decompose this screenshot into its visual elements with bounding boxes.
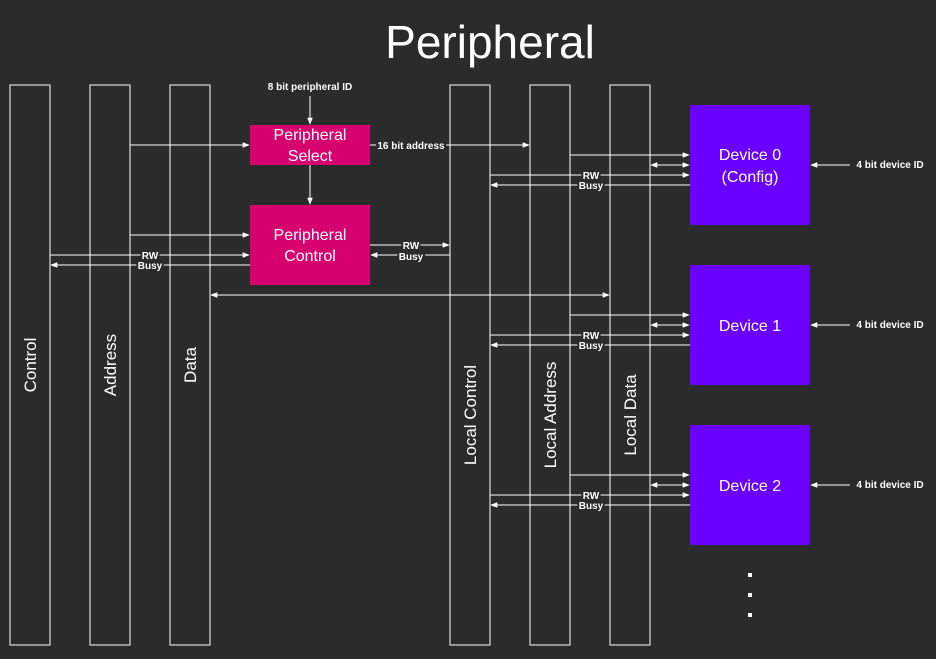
device-0-rw-label: RW <box>583 171 600 182</box>
local-rw-label: RW <box>403 241 420 252</box>
address-16-label: 16 bit address <box>377 141 445 152</box>
data-bus: Data <box>169 84 211 646</box>
device-1-label-line1: Device 1 <box>719 318 781 335</box>
device-0-label-line2: (Config) <box>722 169 779 186</box>
local-data-bus: Local Data <box>609 84 651 646</box>
device-2-label-line1: Device 2 <box>719 478 781 495</box>
local-data-bus-label: Local Data <box>621 374 640 456</box>
peripheral-id-label: 8 bit peripheral ID <box>268 82 352 93</box>
local-control-bus: Local Control <box>449 84 491 646</box>
device-1-id-label: 4 bit device ID <box>856 320 923 331</box>
peripheral-select-label-line2: Select <box>288 148 333 165</box>
control-bus: Control <box>9 84 51 646</box>
control-rw-label: RW <box>142 251 159 262</box>
device-0-label-line1: Device 0 <box>719 147 781 164</box>
local-busy-label: Busy <box>399 252 424 263</box>
device-0: Device 0 (Config) <box>690 105 810 225</box>
device-2-id-label: 4 bit device ID <box>856 480 923 491</box>
peripheral-control-label-line2: Control <box>284 248 336 265</box>
data-bus-label: Data <box>181 347 200 383</box>
device-2-busy-label: Busy <box>579 501 604 512</box>
more-devices-ellipsis <box>748 573 752 617</box>
device-2-rw-label: RW <box>583 491 600 502</box>
device-1-busy-label: Busy <box>579 341 604 352</box>
peripheral-control-label-line1: Peripheral <box>274 227 347 244</box>
local-address-bus: Local Address <box>529 84 571 646</box>
control-busy-label: Busy <box>138 261 163 272</box>
peripheral-select-block: Peripheral Select <box>250 125 370 165</box>
local-control-bus-label: Local Control <box>461 365 480 465</box>
diagram-title: Peripheral <box>385 16 595 68</box>
local-address-bus-label: Local Address <box>541 362 560 469</box>
device-0-id-label: 4 bit device ID <box>856 160 923 171</box>
device-2: Device 2 <box>690 425 810 545</box>
device-1-rw-label: RW <box>583 331 600 342</box>
address-bus-label: Address <box>101 334 120 396</box>
peripheral-control-block: Peripheral Control <box>250 205 370 285</box>
address-bus: Address <box>89 84 131 646</box>
device-1: Device 1 <box>690 265 810 385</box>
device-0-busy-label: Busy <box>579 181 604 192</box>
peripheral-select-label-line1: Peripheral <box>274 127 347 144</box>
control-bus-label: Control <box>21 338 40 393</box>
